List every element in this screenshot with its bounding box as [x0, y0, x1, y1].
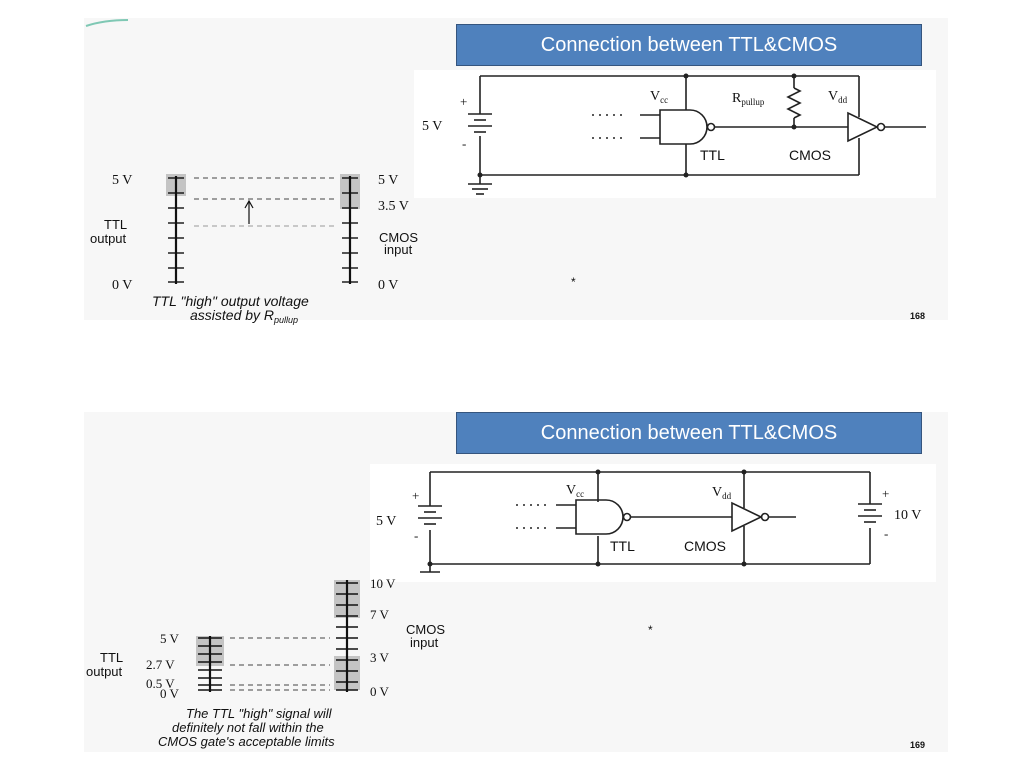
cmos-0v-label: 0 V: [378, 278, 398, 293]
cmos-label: CMOS: [379, 230, 418, 245]
caption-line-1: The TTL "high" signal will: [186, 706, 333, 721]
plus-sign-2: +: [882, 486, 889, 501]
voltage-level-diagram: [166, 174, 360, 284]
vdd-label: Vdd: [828, 89, 848, 105]
decorative-arc: [85, 19, 129, 27]
input-label: input: [410, 635, 439, 650]
input-label: input: [384, 242, 413, 257]
cmos-5v-label: 5 V: [378, 173, 398, 188]
junction-dots: [427, 469, 747, 567]
output-label: output: [86, 664, 123, 679]
cmos-3v-label: 3 V: [370, 650, 390, 665]
ttl-gate-label: TTL: [610, 538, 635, 554]
plus-sign: +: [412, 488, 419, 503]
supply2-label: 10 V: [894, 508, 921, 523]
junction-dots: [477, 73, 797, 178]
ttl-label: TTL: [100, 650, 123, 665]
slide1-diagram: + - 5 V Vcc Rpullup Vdd TTL CMOS: [85, 19, 936, 325]
supply-label: 5 V: [422, 119, 442, 134]
red-star: *: [648, 623, 653, 637]
supply-label: 5 V: [376, 514, 396, 529]
rpullup-label: Rpullup: [732, 91, 765, 107]
slide-title: Connection between TTL&CMOS: [456, 24, 922, 66]
cmos-7v-label: 7 V: [370, 607, 390, 622]
slide2-diagram: + - 5 V + - 10 V Vcc Vdd TTL CMOS: [86, 464, 936, 750]
caption-line-1: TTL "high" output voltage: [152, 293, 309, 309]
vcc-label: Vcc: [650, 89, 668, 105]
ttl-5v-label: 5 V: [160, 631, 180, 646]
cmos-label: CMOS: [406, 622, 445, 637]
circuit-ttl-cmos-10v: [418, 471, 882, 573]
ttl-2-7v-label: 2.7 V: [146, 657, 175, 672]
ttl-0v-label: 0 V: [112, 278, 132, 293]
minus-sign: -: [414, 528, 418, 543]
cmos-gate-label: CMOS: [684, 538, 726, 554]
page-number: 169: [910, 740, 925, 750]
voltage-level-diagram: [196, 580, 360, 692]
ttl-0v-label: 0 V: [160, 686, 180, 701]
output-label: output: [90, 231, 127, 246]
plus-sign: +: [460, 94, 467, 109]
page-number: 168: [910, 311, 925, 321]
minus-sign: -: [462, 136, 466, 151]
circuit-panel: [414, 70, 936, 198]
ttl-gate-label: TTL: [700, 147, 725, 163]
slide-169: + - 5 V + - 10 V Vcc Vdd TTL CMOS: [84, 412, 948, 752]
circuit-ttl-cmos-pullup: [468, 75, 926, 195]
vdd-label: Vdd: [712, 485, 732, 501]
input-dots: [592, 114, 624, 139]
red-star: *: [571, 275, 576, 289]
slide-title: Connection between TTL&CMOS: [456, 412, 922, 454]
circuit-panel: [370, 464, 936, 582]
cmos-gate-label: CMOS: [789, 147, 831, 163]
minus-sign-2: -: [884, 526, 888, 541]
caption-line-2: assisted by Rpullup: [190, 307, 298, 325]
ttl-0-5v-label: 0.5 V: [146, 676, 175, 691]
cmos-0v-label: 0 V: [370, 684, 390, 699]
cmos-3-5v-label: 3.5 V: [378, 199, 409, 214]
caption-line-3: CMOS gate's acceptable limits: [158, 734, 335, 749]
vcc-label: Vcc: [566, 483, 584, 499]
slide-168: + - 5 V Vcc Rpullup Vdd TTL CMOS: [84, 18, 948, 325]
cmos-10v-label: 10 V: [370, 576, 396, 591]
ttl-label: TTL: [104, 217, 127, 232]
caption-line-2: definitely not fall within the: [172, 720, 324, 735]
input-dots: [516, 504, 546, 529]
ttl-5v-label: 5 V: [112, 173, 132, 188]
